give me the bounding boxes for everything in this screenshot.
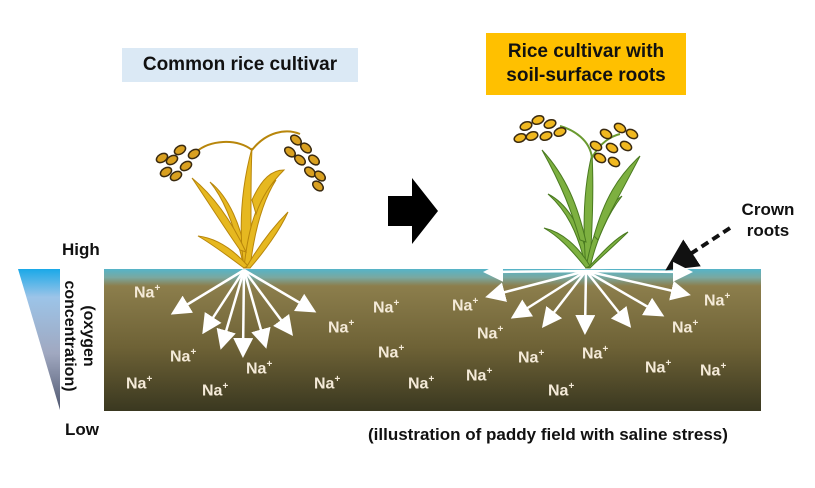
oxygen-axis-label-line2: concentration) — [61, 280, 78, 392]
oxygen-axis-label: (oxygen concentration) — [58, 246, 98, 426]
oxygen-high-label: High — [62, 240, 100, 259]
sodium-ion: Na+ — [373, 298, 400, 317]
surface-root-title-line1: Rice cultivar with — [507, 41, 665, 62]
sodium-ion: Na+ — [477, 324, 504, 343]
crown-roots-label-line2: roots — [746, 221, 790, 240]
sodium-ion: Na+ — [672, 318, 699, 337]
oxygen-axis-label-line1: (oxygen — [80, 305, 97, 367]
sodium-ion: Na+ — [126, 374, 153, 393]
sodium-ion: Na+ — [452, 296, 479, 315]
transition-arrow-icon — [388, 178, 438, 244]
crown-roots-pointer — [665, 226, 732, 271]
common-rice-title: Common rice cultivar — [122, 48, 358, 82]
sodium-ion: Na+ — [314, 374, 341, 393]
oxygen-low-label: Low — [65, 420, 99, 439]
sodium-ion: Na+ — [548, 381, 575, 400]
sodium-ion: Na+ — [704, 291, 731, 310]
sodium-ion: Na+ — [582, 344, 609, 363]
common-rice-plant — [155, 130, 327, 269]
crown-roots-label: Crown roots — [728, 199, 808, 241]
paddy-soil — [104, 269, 761, 411]
surface-root-rice-title: Rice cultivar with soil-surface roots — [486, 33, 686, 95]
common-rice-roots — [170, 268, 317, 358]
sodium-ion: Na+ — [518, 348, 545, 367]
surface-rice-roots — [483, 261, 693, 335]
surface-root-title-line2: soil-surface roots — [506, 65, 666, 86]
sodium-ion: Na+ — [466, 366, 493, 385]
sodium-ion: Na+ — [378, 343, 405, 362]
surface-rice-plant — [513, 114, 641, 269]
crown-roots-label-line1: Crown — [741, 200, 795, 219]
common-rice-grains — [155, 134, 327, 192]
sodium-ion: Na+ — [246, 359, 273, 378]
sodium-ion: Na+ — [170, 347, 197, 366]
sodium-ion: Na+ — [328, 318, 355, 337]
sodium-ion: Na+ — [202, 381, 229, 400]
figure-caption: (illustration of paddy field with saline… — [368, 425, 728, 444]
sodium-ion: Na+ — [700, 361, 727, 380]
surface-rice-grains — [513, 114, 639, 168]
common-rice-title-text: Common rice cultivar — [142, 54, 338, 75]
oxygen-gradient-triangle — [18, 269, 60, 410]
sodium-ion: Na+ — [134, 283, 161, 302]
sodium-ion: Na+ — [408, 374, 435, 393]
sodium-ion: Na+ — [645, 358, 672, 377]
